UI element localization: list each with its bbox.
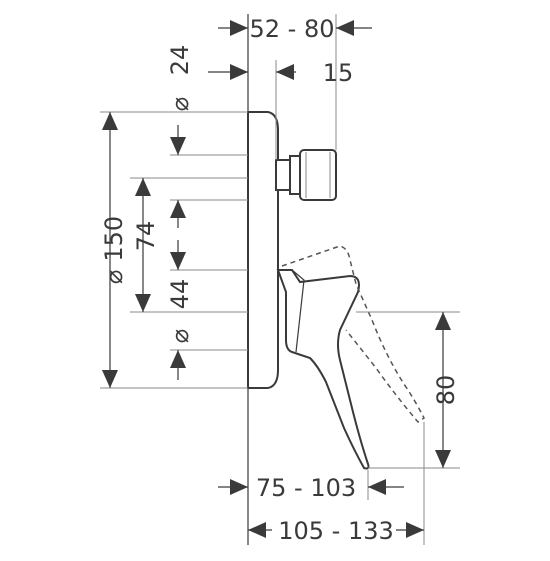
dim-105-133-label: 105 - 133	[278, 517, 394, 545]
dim-24-dia-symbol: ⌀	[166, 97, 194, 111]
dim-75-103-label: 75 - 103	[256, 474, 356, 502]
dim-105-133-label-bg	[272, 516, 396, 544]
dia-150-value: 150	[100, 216, 128, 262]
dim-150-label: ⌀ 150	[100, 216, 128, 284]
dim-80: 80	[356, 311, 460, 469]
wall-plate	[247, 14, 279, 545]
dim-diameter-150: ⌀ 150	[100, 112, 128, 388]
dia-symbol: ⌀	[100, 270, 128, 284]
dim-15: 15	[208, 59, 353, 160]
dim-105-133: 105 - 133	[248, 422, 425, 545]
dim-15-label: 15	[323, 59, 354, 87]
dim-44-dia-symbol: ⌀	[166, 329, 194, 343]
dim-80-label: 80	[432, 375, 460, 406]
lever-handle	[276, 269, 370, 470]
dim-44-label: 44	[166, 279, 194, 310]
dim-24-label: 24	[166, 45, 194, 76]
dim-52-80: 52 - 80	[218, 14, 372, 150]
diverter-knob	[275, 149, 337, 201]
dim-diameter-44: 44 ⌀	[166, 240, 194, 380]
dim-52-80-label: 52 - 80	[250, 15, 335, 43]
dim-74: 74	[132, 178, 160, 312]
lever-handle-alt-position	[281, 245, 425, 423]
dim-diameter-24: ⌀ 24	[166, 45, 194, 228]
extension-lines-left	[100, 111, 248, 389]
dim-75-103: 75 - 103	[218, 470, 404, 502]
dim-74-label: 74	[132, 221, 160, 252]
